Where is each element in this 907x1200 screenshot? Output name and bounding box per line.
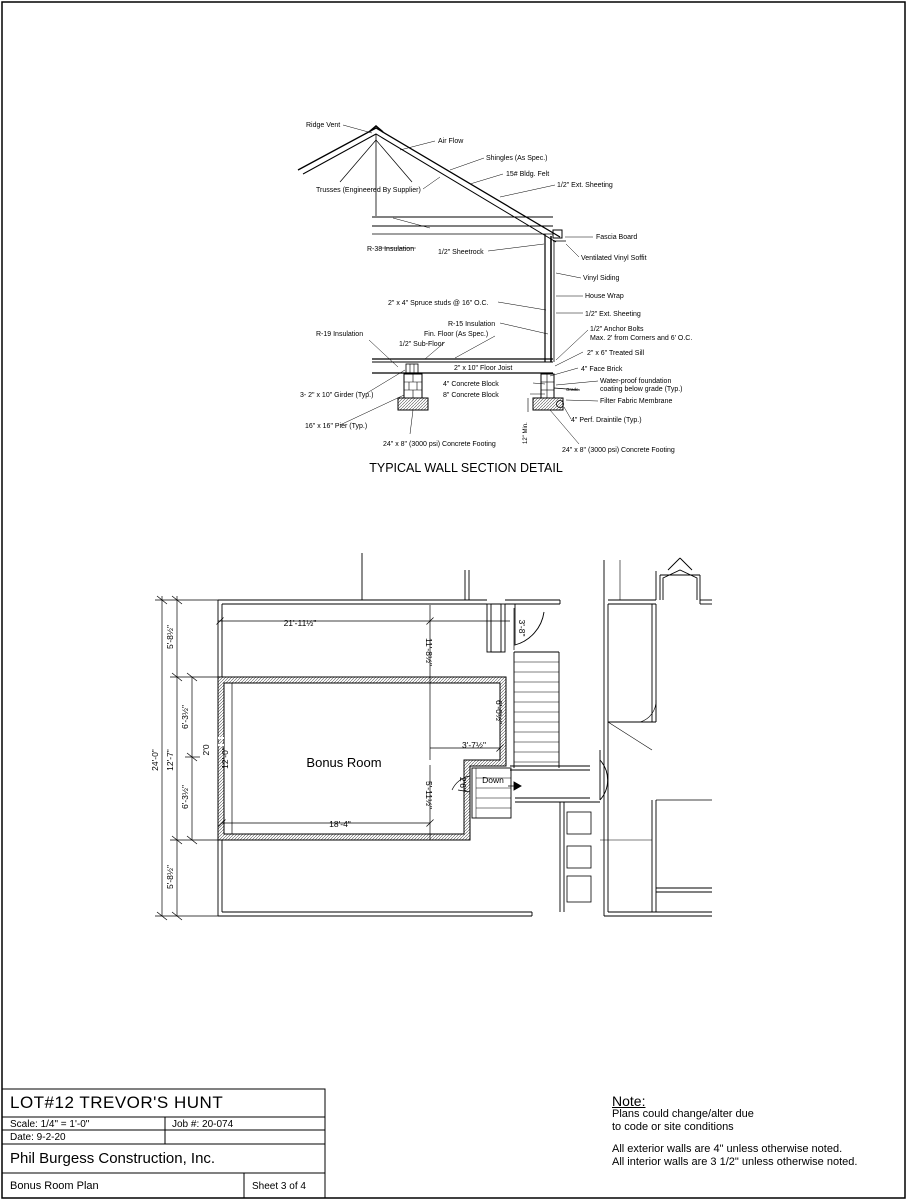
notes-block: Note: Plans could change/alter due to co… [612, 1093, 902, 1169]
label-min-depth: 12" Min. [523, 422, 529, 444]
label-anchor-bolts-note: Max. 2' from Corners and 6' O.C. [590, 335, 692, 342]
label-trusses: Trusses (Engineered By Supplier) [316, 187, 421, 194]
wall-section-detail [297, 124, 599, 445]
dim-left-top: 5'-8½" [165, 625, 175, 649]
label-studs: 2" x 4" Spruce studs @ 16" O.C. [388, 300, 489, 307]
label-sheetrock: 1/2" Sheetrock [438, 249, 484, 256]
note-line-2: to code or site conditions [612, 1121, 734, 1133]
label-block-8: 8" Concrete Block [443, 392, 499, 399]
note-line-1: Plans could change/alter due [612, 1108, 754, 1120]
label-shingles: Shingles (As Spec.) [486, 155, 547, 162]
notes-heading: Note: [612, 1093, 646, 1109]
label-r38: R-38 Insulation [367, 246, 414, 253]
label-air-flow: Air Flow [438, 138, 464, 145]
label-footing-right: 24" x 8" (3000 psi) Concrete Footing [562, 447, 675, 454]
section-detail-title: TYPICAL WALL SECTION DETAIL [369, 461, 563, 475]
label-ridge-vent: Ridge Vent [306, 122, 340, 129]
label-r19: R-19 Insulation [316, 331, 363, 338]
label-anchor-bolts: 1/2" Anchor Bolts [590, 326, 644, 333]
dim-right-seg: 6'-0½" [494, 700, 504, 724]
label-block-4: 4" Concrete Block [443, 381, 499, 388]
project-title: LOT#12 TREVOR'S HUNT [10, 1093, 224, 1112]
dim-height-top: 11'-8½" [424, 638, 434, 666]
label-pier: 16" x 16" Pier (Typ.) [305, 423, 367, 430]
room-name-bonus: Bonus Room [306, 755, 381, 770]
sheet-name: Bonus Room Plan [10, 1180, 99, 1192]
dim-stair-top: 3'-8" [517, 620, 527, 637]
label-roof-sheeting: 1/2" Ext. Sheeting [557, 182, 613, 189]
job-number: Job #: 20-074 [172, 1119, 234, 1130]
note-line-4: All interior walls are 3 1/2" unless oth… [612, 1156, 858, 1168]
dim-stair-notch: 3'-7½" [462, 740, 486, 750]
label-fin-floor: Fin. Floor (As Spec.) [424, 331, 488, 338]
dim-inner-width: 18'-4" [329, 819, 351, 829]
sheet-number: Sheet 3 of 4 [252, 1181, 306, 1192]
note-line-3: All exterior walls are 4" unless otherwi… [612, 1143, 843, 1155]
label-grade: Grade [566, 387, 579, 392]
label-girder: 3- 2" x 10" Girder (Typ.) [300, 392, 373, 399]
company-name: Phil Burgess Construction, Inc. [10, 1150, 216, 1167]
label-wall-sheeting: 1/2" Ext. Sheeting [585, 311, 641, 318]
title-block-grid [1, 1088, 326, 1199]
label-drain-tile: 4" Perf. Draintile (Typ.) [571, 417, 642, 424]
dim-left-a: 6'-3½" [180, 705, 190, 729]
stair-label-down: Down [482, 775, 504, 785]
dim-left-bottom: 5'-8½" [165, 865, 175, 889]
label-r15: R-15 Insulation [448, 321, 495, 328]
label-house-wrap: House Wrap [585, 293, 624, 300]
label-siding: Vinyl Siding [583, 275, 620, 282]
label-face-brick: 4" Face Brick [581, 366, 623, 373]
label-filter-fabric: Filter Fabric Membrane [600, 398, 672, 405]
section-labels: Ridge Vent Air Flow Shingles (As Spec.) … [300, 122, 692, 454]
dim-left-middle: 12'-7" [165, 749, 175, 771]
dim-left-b: 6'-3½" [180, 785, 190, 809]
label-waterproof-2: coating below grade (Typ.) [600, 386, 683, 393]
dim-stair-width: 2'6" [458, 777, 468, 791]
label-fascia: Fascia Board [596, 234, 637, 241]
dim-opening: 2'0 [201, 744, 211, 755]
scale-label: Scale: 1/4" = 1'-0" [10, 1119, 90, 1130]
label-waterproof: Water-proof foundation [600, 378, 671, 385]
label-floor-joist: 2" x 10" Floor Joist [454, 365, 512, 372]
label-felt: 15# Bldg. Felt [506, 171, 549, 178]
dim-height-lower: 5'-11½" [424, 781, 434, 809]
label-soffit: Ventilated Vinyl Soffit [581, 255, 647, 262]
dim-left-overall: 24'-0" [150, 749, 160, 771]
dim-overall-width: 21'-11½" [284, 618, 317, 628]
dim-room-depth: 12'-0" [220, 747, 230, 769]
plan-labels: Bonus Room Down 21'-11½" 18'-4" 3'-7½" 3… [150, 618, 527, 889]
date-label: Date: 9-2-20 [10, 1132, 66, 1143]
label-sill: 2" x 6" Treated Sill [587, 350, 645, 357]
label-footing-left: 24" x 8" (3000 psi) Concrete Footing [383, 441, 496, 448]
label-subfloor: 1/2" Sub-Floor [399, 341, 445, 348]
floor-plan [155, 553, 712, 921]
